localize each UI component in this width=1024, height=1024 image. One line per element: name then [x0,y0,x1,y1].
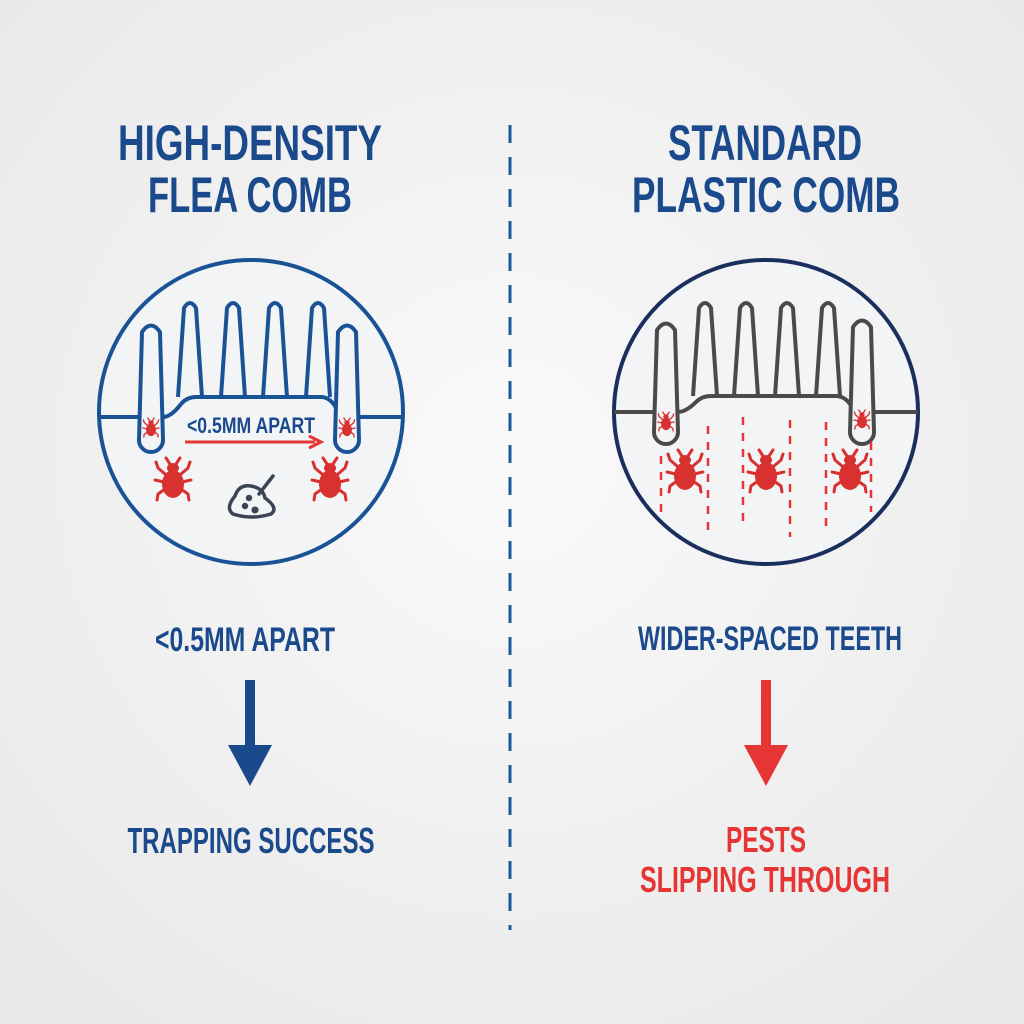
flea-comb-icon [99,301,403,454]
left-title-line2: FLEA COMB [148,167,352,223]
left-spacing-label: <0.5MM APART [155,621,335,659]
inner-spacing-label: <0.5MM APART [187,413,315,438]
plastic-comb-icon [614,301,918,446]
right-down-arrow-icon [744,680,788,786]
right-result-line2: SLIPPING THROUGH [640,859,890,900]
gap-lines [659,417,873,537]
right-result-line1: PESTS [726,819,806,860]
right-spacing-label: WIDER-SPACED TEETH [638,620,902,658]
left-title-line1: HIGH-DENSITY [118,115,382,171]
right-title-line1: STANDARD [668,115,862,171]
spacing-arrow [185,434,325,450]
flea-dirt-icon [227,474,276,519]
left-down-arrow-icon [228,680,272,786]
right-title-line2: PLASTIC COMB [632,167,900,223]
flea-comb-diagram: <0.5MM APART [97,258,405,566]
plastic-comb-diagram [612,258,920,566]
left-result-label: TRAPPING SUCCESS [128,820,375,861]
